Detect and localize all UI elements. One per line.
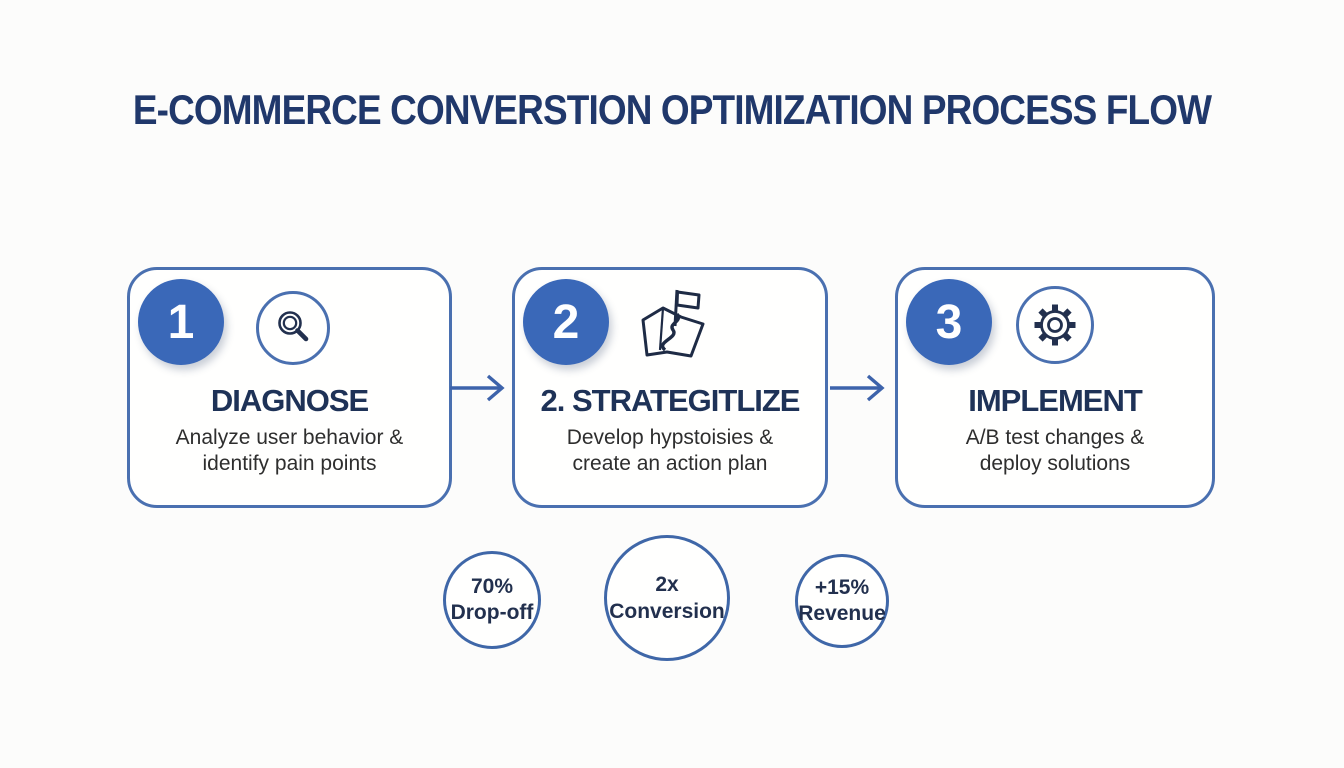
step-title: 2. STRATEGITLIZE [540,383,801,418]
flow-arrow-icon [828,372,890,409]
step-description-line2: create an action plan [572,452,768,475]
step-description: Analyze user behavior & identify pain po… [130,425,449,477]
page-title: E-COMMERCE CONVERSTION OPTIMIZATION PROC… [132,86,1212,133]
stat-value: +15% [814,576,870,599]
step-number-badge: 3 [906,279,992,365]
step-description: Develop hypstoisies & create an action p… [515,425,825,477]
stat-value: 70% [470,575,514,598]
flow-arrow-icon [448,372,510,409]
step-card-implement: 3 IMPLEMENT A/B test changes & de [895,267,1215,508]
step-number-badge: 2 [523,279,609,365]
stat-circle-conversion: 2x Conversion [604,535,730,661]
stat-circle-revenue: +15% Revenue [795,554,889,648]
gear-icon [1016,286,1094,364]
stat-circle-dropoff: 70% Drop-off [443,551,541,649]
step-description-line2: deploy solutions [979,452,1131,475]
step-card-diagnose: 1 DIAGNOSE Analyze user behavior & ident… [127,267,452,508]
map-flag-icon [633,284,711,371]
step-description: A/B test changes & deploy solutions [898,425,1212,477]
step-description-line1: A/B test changes & [965,426,1145,449]
step-description-line1: Develop hypstoisies & [566,426,774,449]
stat-label: Conversion [609,600,725,623]
magnifier-icon [256,291,330,365]
stat-value: 2x [655,573,679,596]
step-card-strategize: 2 2. STRATEGITLIZE Develop hypstoisies &… [512,267,828,508]
step-description-line2: identify pain points [202,452,377,475]
step-title: DIAGNOSE [210,383,369,418]
step-description-line1: Analyze user behavior & [175,426,404,449]
step-number-badge: 1 [138,279,224,365]
step-title: IMPLEMENT [968,383,1143,418]
stat-label: Revenue [798,602,886,625]
stat-label: Drop-off [450,601,534,624]
